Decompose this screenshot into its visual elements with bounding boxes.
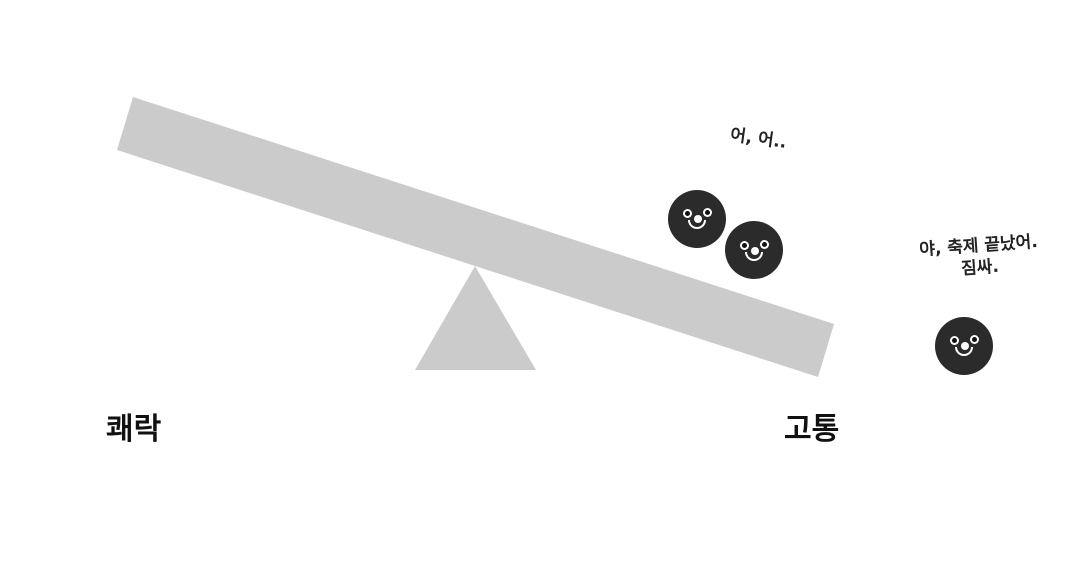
smile-icon — [955, 347, 973, 356]
smile-icon — [688, 220, 706, 229]
face-icon — [725, 221, 783, 279]
pleasure-label: 쾌락 — [106, 412, 162, 447]
standing-speech-bubble: 야, 축제 끝났어. 짐싸. — [919, 231, 1040, 283]
right-eye-icon — [970, 335, 979, 344]
face-icon — [668, 190, 726, 248]
nose-icon — [751, 247, 759, 255]
nose-icon — [961, 342, 969, 350]
left-eye-icon — [740, 241, 749, 250]
smile-icon — [745, 252, 763, 261]
seesaw-plank — [117, 97, 834, 377]
left-eye-icon — [950, 336, 959, 345]
seesaw-fulcrum — [415, 266, 536, 370]
right-eye-icon — [703, 208, 712, 217]
pain-label: 고통 — [784, 412, 840, 447]
face-icon — [935, 317, 993, 375]
right-eye-icon — [760, 240, 769, 249]
left-eye-icon — [683, 209, 692, 218]
nose-icon — [694, 215, 702, 223]
